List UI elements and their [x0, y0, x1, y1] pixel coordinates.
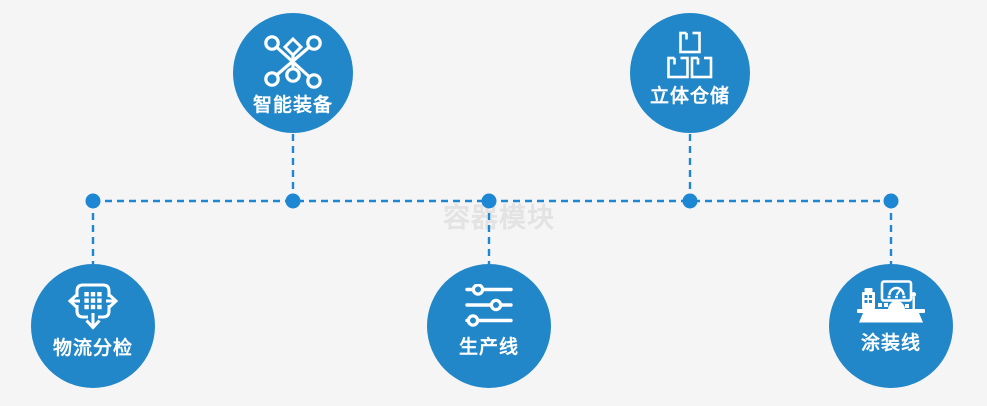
node-label: 生产线: [458, 337, 519, 358]
sorting-arrows-icon: [67, 283, 119, 330]
node-label: 物流分检: [52, 338, 133, 359]
network-nodes-icon: [264, 35, 322, 89]
node-coating-line[interactable]: 涂装线: [829, 264, 953, 388]
junction-dot: [85, 193, 101, 209]
node-vertical-warehouse[interactable]: 立体仓储: [630, 13, 750, 133]
stacked-boxes-icon: [667, 31, 713, 79]
watermark-text: 容器模块: [443, 203, 555, 233]
junction-dot: [682, 193, 698, 209]
junction-dot: [481, 193, 497, 209]
junction-dot: [883, 193, 899, 209]
node-intelligent-equipment[interactable]: 智能装备: [233, 13, 353, 133]
node-logistics-sorting[interactable]: 物流分检: [31, 264, 155, 388]
junction-dot: [285, 193, 301, 209]
node-label: 立体仓储: [649, 86, 730, 107]
node-production-line[interactable]: 生产线: [427, 264, 551, 388]
node-label: 智能装备: [252, 95, 333, 116]
node-label: 涂装线: [860, 333, 921, 354]
sliders-icon: [465, 284, 513, 327]
control-station-icon: [857, 280, 925, 323]
